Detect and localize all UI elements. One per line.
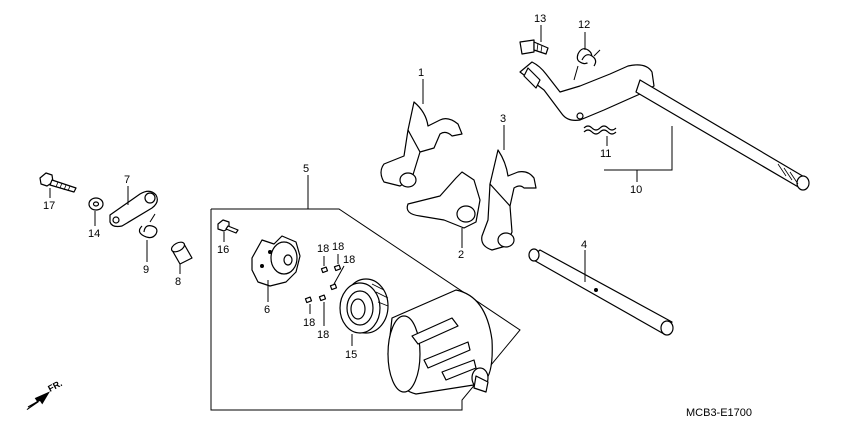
shift-drum (387, 289, 493, 395)
bearing-15 (339, 278, 389, 346)
callout-18-c: 18 (343, 254, 355, 266)
callout-11: 11 (600, 148, 611, 160)
callout-labels: 1 2 3 4 5 6 7 8 9 10 11 12 13 14 15 16 1… (43, 13, 642, 361)
dowel-pins-18 (304, 254, 345, 326)
collar-8 (170, 241, 193, 274)
spring-9 (138, 213, 158, 262)
spring-12 (573, 32, 601, 81)
callout-4: 4 (581, 239, 587, 251)
callout-18-a: 18 (317, 243, 329, 255)
callout-18-e: 18 (317, 329, 329, 341)
callout-17: 17 (43, 200, 55, 212)
callout-15: 15 (345, 349, 357, 361)
stopper-arm-7 (109, 186, 158, 228)
bolt-16 (217, 219, 239, 242)
callout-2: 2 (458, 249, 464, 261)
callout-1: 1 (418, 67, 424, 79)
front-direction-arrow: FR. (26, 378, 64, 411)
shift-fork-3 (481, 125, 537, 251)
callout-5: 5 (303, 163, 309, 175)
callout-18-d: 18 (303, 317, 315, 329)
callout-14: 14 (88, 228, 100, 240)
callout-12: 12 (578, 19, 590, 31)
washer-14 (88, 197, 104, 226)
diagram-code: MCB3-E1700 (686, 407, 752, 419)
callout-7: 7 (124, 174, 130, 186)
assembly-5-outline (210, 175, 521, 411)
fork-shaft-4 (528, 248, 674, 336)
callout-9: 9 (143, 264, 149, 276)
shift-fork-2 (406, 171, 481, 248)
star-cam-6 (251, 235, 301, 302)
callout-16: 16 (217, 244, 229, 256)
callout-13: 13 (534, 13, 546, 25)
bolt-13 (519, 25, 549, 55)
callout-3: 3 (500, 113, 506, 125)
gearshift-spindle-10 (519, 61, 810, 191)
callout-6: 6 (264, 304, 270, 316)
spring-11 (583, 125, 617, 146)
callout-8: 8 (175, 276, 181, 288)
direction-label: FR. (46, 378, 63, 394)
shift-fork-1 (380, 79, 463, 188)
callout-18-b: 18 (332, 241, 344, 253)
bolt-17 (39, 172, 77, 198)
callout-10: 10 (630, 184, 642, 196)
